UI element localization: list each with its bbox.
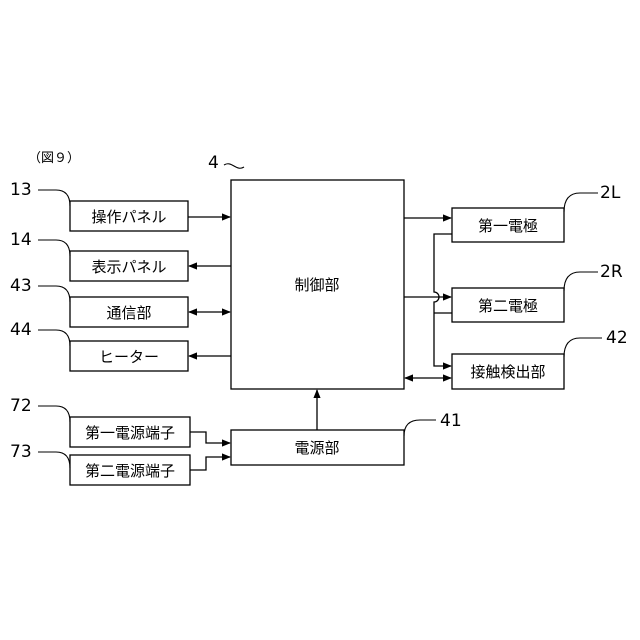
control-unit-leader [224,164,244,168]
display-panel-leader [38,240,70,256]
power-unit-label: 電源部 [294,439,339,457]
arrow-electrode1-to-detector [434,234,452,366]
heater-ref: 44 [10,320,32,340]
display-panel-label: 表示パネル [91,258,166,276]
operation-panel-label: 操作パネル [91,208,166,226]
contact-detector-ref: 42 [606,328,628,348]
control-unit-label: 制御部 [294,276,339,294]
contact-detector-leader [564,338,602,357]
power-terminal-2-ref: 73 [10,442,32,462]
operation-panel-leader [38,190,70,206]
heater-leader [38,330,70,346]
power-terminal-1-leader [38,406,70,422]
communication-ref: 43 [10,276,32,296]
power-terminal-2-label: 第二電源端子 [85,462,175,480]
communication-label: 通信部 [106,304,151,322]
electrode-1-leader [564,193,598,212]
electrode-2-ref: 2R [600,262,623,282]
control-unit-ref: 4 [208,153,219,173]
display-panel-ref: 14 [10,230,32,250]
arrow-terminal1-to-power [190,432,230,443]
communication-leader [38,286,70,302]
operation-panel-ref: 13 [10,180,32,200]
power-terminal-2-leader [38,452,70,468]
electrode-2-leader [564,272,598,291]
electrode-2-label: 第二電極 [478,297,538,315]
contact-detector-label: 接触検出部 [470,363,545,381]
power-unit-leader [404,420,436,436]
power-terminal-1-label: 第一電源端子 [85,424,175,442]
power-unit-ref: 41 [440,411,462,431]
electrode-1-ref: 2L [600,183,621,203]
electrode-1-label: 第一電極 [478,217,538,235]
heater-label: ヒーター [99,348,159,366]
figure-label: （図９） [28,151,80,166]
arrow-terminal2-to-power [190,457,230,470]
power-terminal-1-ref: 72 [10,396,32,416]
